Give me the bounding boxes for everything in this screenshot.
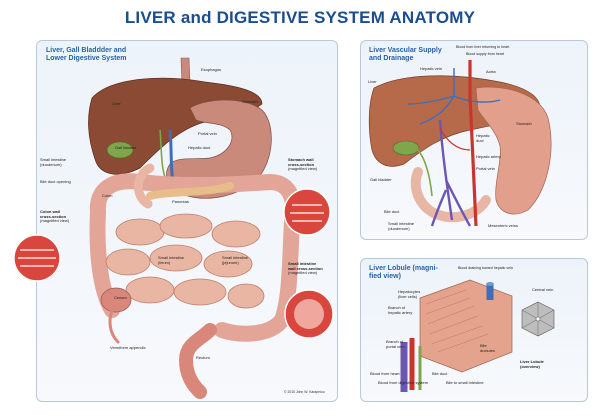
label-vascular-hepatic-duct: Hepatic duct — [476, 133, 490, 143]
lobule-overview — [521, 301, 555, 337]
label-lobule-bile-duct: Bile duct — [432, 371, 448, 376]
label-vascular-bile-duct: Bile duct — [384, 209, 400, 214]
gall-bladder-shape — [106, 141, 134, 159]
main-panel-title-line2: Lower Digestive System — [46, 55, 127, 62]
hepatocyte-cords — [425, 289, 489, 353]
small-intestine-coils — [105, 213, 265, 309]
label-liver: Liver — [112, 101, 121, 106]
label-colon-wall: Colon wall cross-section (magnified view… — [40, 209, 70, 224]
vascular-hepatic-artery-shape — [439, 127, 471, 151]
label-hepatic-duct: Hepatic duct — [188, 145, 211, 150]
label-pancreas: Pancreas — [172, 199, 189, 204]
colon-wall-magnified — [13, 234, 61, 282]
duodenum-shape — [134, 163, 155, 209]
label-gall-bladder: Gall bladder — [115, 145, 137, 150]
label-aorta: Aorta — [486, 69, 496, 74]
appendix-shape — [108, 308, 120, 344]
small-intestine-wall-magnified — [284, 289, 334, 339]
label-branch-hepatic-artery: Branch of hepatic artery — [388, 305, 413, 315]
label-hepatocytes: Hepatocytes (liver cells) — [398, 289, 421, 299]
vascular-panel-title: Liver Vascular Supply and Drainage — [369, 47, 442, 63]
label-liver-lobule-overview: Liver Lobule (overview) — [520, 359, 544, 369]
label-vermiform-appendix: Vermiform appendix — [110, 345, 146, 350]
label-bile-ductules: Bile ductules — [480, 343, 495, 353]
label-stomach-wall: Stomach wall cross-section (magnified vi… — [288, 157, 318, 172]
label-vascular-liver: Liver — [368, 79, 377, 84]
label-small-intestine-duodenum: Small intestine (duodenum) — [40, 157, 67, 167]
rectum-shape — [178, 323, 217, 399]
label-blood-from-digestive: Blood from digestive system — [378, 380, 429, 385]
label-rectum: Rectum — [196, 355, 210, 360]
label-esophagus: Esophagus — [201, 67, 222, 72]
label-cecum: Cecum — [114, 295, 127, 300]
pancreas-shape — [146, 182, 234, 200]
label-blood-from-heart: Blood from heart — [370, 371, 400, 376]
hepatic-vein-branches — [407, 68, 501, 125]
label-vascular-portal-vein: Portal vein — [476, 166, 495, 171]
label-blood-draining: Blood draining toward hepatic vein — [458, 266, 513, 270]
label-small-intestine-ileum: Small intestine (ileum) — [158, 255, 185, 265]
label-bile-duct-opening: Bile duct opening — [40, 179, 71, 184]
label-vascular-small-intestine: Small intestine (duodenum) — [388, 221, 415, 231]
label-portal-vein: Portal vein — [198, 131, 217, 136]
vascular-panel-title-line1: Liver Vascular Supply — [369, 47, 442, 54]
aorta-shape — [468, 60, 478, 227]
label-vascular-gall-bladder: Gall bladder — [370, 177, 392, 182]
label-small-intestine-wall: Small intestine wall cross-section (magn… — [288, 261, 323, 276]
copyright: © 2015 John W. Karapelou — [284, 390, 325, 394]
main-panel-title: Liver, Gall Bladdder and Lower Digestive… — [46, 47, 127, 63]
vascular-gall-bladder-shape — [392, 140, 420, 156]
lobule-panel-title-line1: Liver Lobule (magni- — [369, 265, 438, 272]
label-colon: Colon — [102, 193, 113, 198]
label-mesenteric-veins: Mesenteric veins — [488, 223, 519, 228]
vascular-panel-title-line2: and Drainage — [369, 55, 414, 62]
label-stomach: Stomach — [242, 99, 258, 104]
label-blood-supply: Blood supply from heart — [466, 52, 504, 56]
vascular-stomach-shape — [475, 86, 552, 215]
label-branch-portal-vein: Branch of portal vein — [386, 339, 405, 349]
lobule-panel-title-line2: fied view) — [369, 273, 401, 280]
label-vascular-hepatic-artery: Hepatic artery — [476, 154, 501, 159]
main-panel-title-line1: Liver, Gall Bladdder and — [46, 47, 127, 54]
label-hepatic-vein: Hepatic vein — [420, 66, 443, 71]
page-title: LIVER and DIGESTIVE SYSTEM ANATOMY — [124, 8, 476, 27]
label-blood-returning: Blood from liver returning to heart — [456, 45, 510, 49]
lobule-block-shape — [419, 279, 513, 373]
stomach-wall-magnified — [283, 188, 331, 236]
lobule-panel-title: Liver Lobule (magni- fied view) — [369, 265, 438, 281]
vascular-bile-duct-shape — [417, 149, 433, 197]
label-small-intestine-jejunum: Small intestine (jejunum) — [222, 255, 249, 265]
cecum-shape — [100, 287, 132, 313]
label-bile-to-intestine: Bile to small intestine — [446, 380, 484, 385]
label-vascular-stomach: Stomach — [516, 121, 532, 126]
label-central-vein: Central vein — [532, 287, 554, 292]
